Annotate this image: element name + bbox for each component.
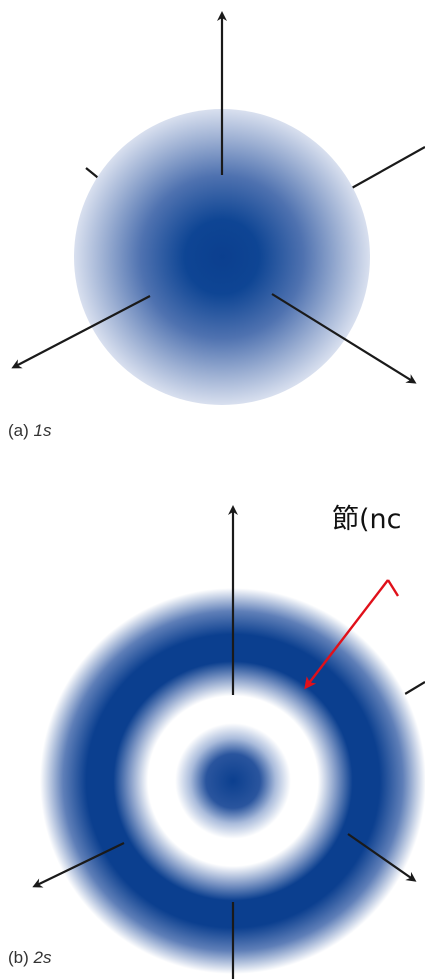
caption-2s: (b) 2s [8,948,52,967]
pointer-arrow-tail [388,580,398,596]
panel-2s: (b) 2s [8,508,425,979]
caption-1s: (a) 1s [8,421,52,440]
panel-1s: (a) 1s [8,14,425,440]
node-label: 節(nc [332,504,402,535]
axis-back-right-1s [350,147,425,189]
